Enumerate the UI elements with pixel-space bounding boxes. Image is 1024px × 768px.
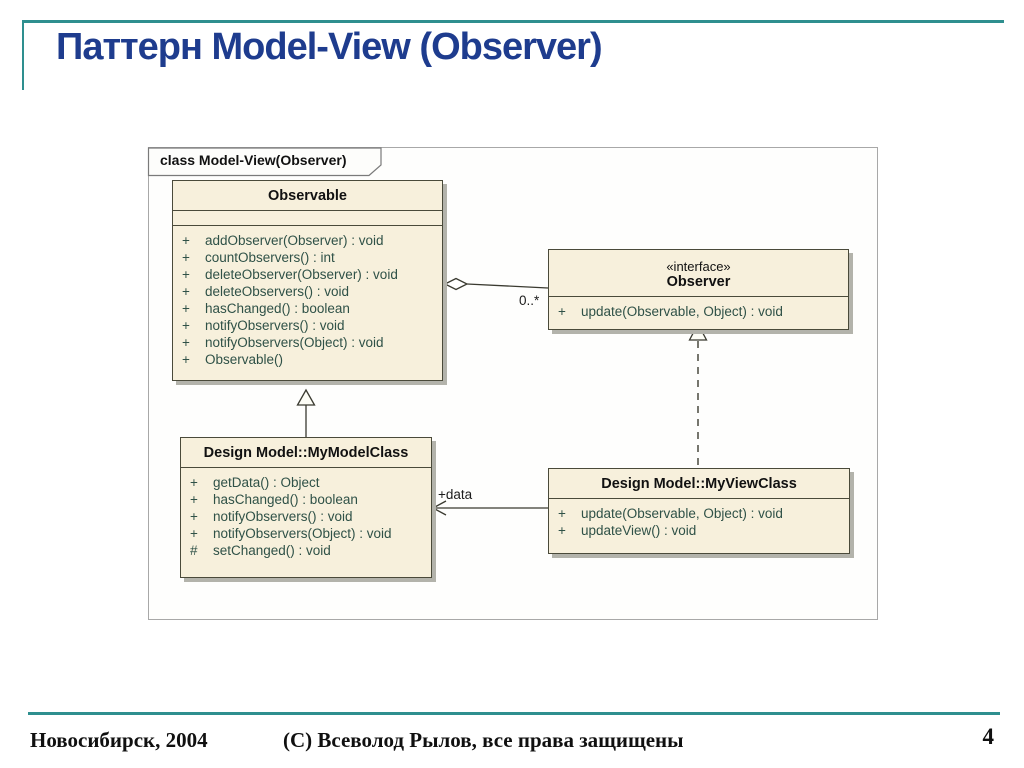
- method-signature: updateView() : void: [581, 523, 697, 538]
- footer-accent-rule: [28, 712, 1000, 715]
- stereotype-interface: «interface»: [666, 259, 731, 274]
- aggregation-multiplicity-label: 0..*: [519, 293, 540, 308]
- left-accent-tick: [22, 20, 24, 90]
- method-row: + countObservers() : int: [182, 249, 434, 266]
- class-box-myviewclass: Design Model::MyViewClass + update(Observ…: [548, 468, 850, 554]
- method-row: + update(Observable, Object) : void: [558, 505, 841, 522]
- methods-compartment-observer: + update(Observable, Object) : void: [549, 297, 848, 329]
- method-signature: getData() : Object: [213, 475, 320, 490]
- visibility-marker: +: [190, 509, 198, 524]
- class-name-observer-label: Observer: [666, 274, 731, 290]
- method-row: + deleteObservers() : void: [182, 283, 434, 300]
- method-row: + notifyObservers(Object) : void: [182, 334, 434, 351]
- top-accent-rule: [22, 20, 1004, 23]
- method-row: + notifyObservers() : void: [182, 317, 434, 334]
- method-signature: hasChanged() : boolean: [213, 492, 358, 507]
- class-name-mymodelclass: Design Model::MyModelClass: [181, 438, 431, 468]
- visibility-marker: +: [182, 301, 190, 316]
- method-row: + addObserver(Observer) : void: [182, 232, 434, 249]
- method-row: + update(Observable, Object) : void: [558, 303, 840, 320]
- method-row: + deleteObserver(Observer) : void: [182, 266, 434, 283]
- method-row: # setChanged() : void: [190, 542, 423, 559]
- visibility-marker: +: [190, 526, 198, 541]
- visibility-marker: +: [182, 233, 190, 248]
- class-box-observable: Observable + addObserver(Observer) : void…: [172, 180, 443, 381]
- method-row: + hasChanged() : boolean: [190, 491, 423, 508]
- visibility-marker: +: [182, 352, 190, 367]
- method-signature: deleteObserver(Observer) : void: [205, 267, 398, 282]
- visibility-marker: +: [190, 492, 198, 507]
- method-signature: addObserver(Observer) : void: [205, 233, 384, 248]
- method-signature: update(Observable, Object) : void: [581, 304, 783, 319]
- method-signature: Observable(): [205, 352, 284, 367]
- footer-location: Новосибирск, 2004: [30, 728, 208, 752]
- methods-compartment-myviewclass: + update(Observable, Object) : void + updat…: [549, 499, 849, 553]
- method-signature: notifyObservers() : void: [213, 509, 353, 524]
- visibility-marker: +: [190, 475, 198, 490]
- class-name-observable: Observable: [173, 181, 442, 211]
- association-role-label: +data: [438, 487, 473, 502]
- method-row: + Observable(): [182, 351, 434, 368]
- method-signature: hasChanged() : boolean: [205, 301, 350, 316]
- class-box-mymodelclass: Design Model::MyModelClass + getData() : …: [180, 437, 432, 578]
- visibility-marker: +: [558, 304, 566, 319]
- visibility-marker: +: [182, 267, 190, 282]
- method-row: + notifyObservers() : void: [190, 508, 423, 525]
- attributes-compartment-observable: [173, 211, 442, 226]
- page-title: Паттерн Model-View (Observer): [56, 26, 603, 68]
- class-name-myviewclass: Design Model::MyViewClass: [549, 469, 849, 499]
- class-box-observer-interface: «interface» Observer + update(Observable,…: [548, 249, 849, 330]
- page-number: 4: [982, 724, 995, 749]
- class-name-observer: «interface» Observer: [549, 250, 848, 297]
- visibility-marker: +: [558, 506, 566, 521]
- method-signature: countObservers() : int: [205, 250, 335, 265]
- method-row: + notifyObservers(Object) : void: [190, 525, 423, 542]
- method-signature: update(Observable, Object) : void: [581, 506, 783, 521]
- method-signature: notifyObservers(Object) : void: [205, 335, 384, 350]
- method-row: + getData() : Object: [190, 474, 423, 491]
- method-row: + hasChanged() : boolean: [182, 300, 434, 317]
- method-signature: deleteObservers() : void: [205, 284, 350, 299]
- methods-compartment-observable: + addObserver(Observer) : void + countObser…: [173, 226, 442, 380]
- visibility-marker: +: [182, 250, 190, 265]
- visibility-marker: +: [182, 335, 190, 350]
- method-signature: notifyObservers() : void: [205, 318, 345, 333]
- visibility-marker: +: [182, 284, 190, 299]
- method-row: + updateView() : void: [558, 522, 841, 539]
- method-signature: setChanged() : void: [213, 543, 331, 558]
- method-signature: notifyObservers(Object) : void: [213, 526, 392, 541]
- visibility-marker: +: [182, 318, 190, 333]
- visibility-marker: +: [558, 523, 566, 538]
- frame-label: class Model-View(Observer): [160, 152, 347, 168]
- visibility-marker: #: [190, 543, 198, 558]
- methods-compartment-mymodelclass: + getData() : Object + hasChanged() : boole…: [181, 468, 431, 577]
- footer-copyright: (С) Всеволод Рылов, все права защищены: [283, 728, 684, 752]
